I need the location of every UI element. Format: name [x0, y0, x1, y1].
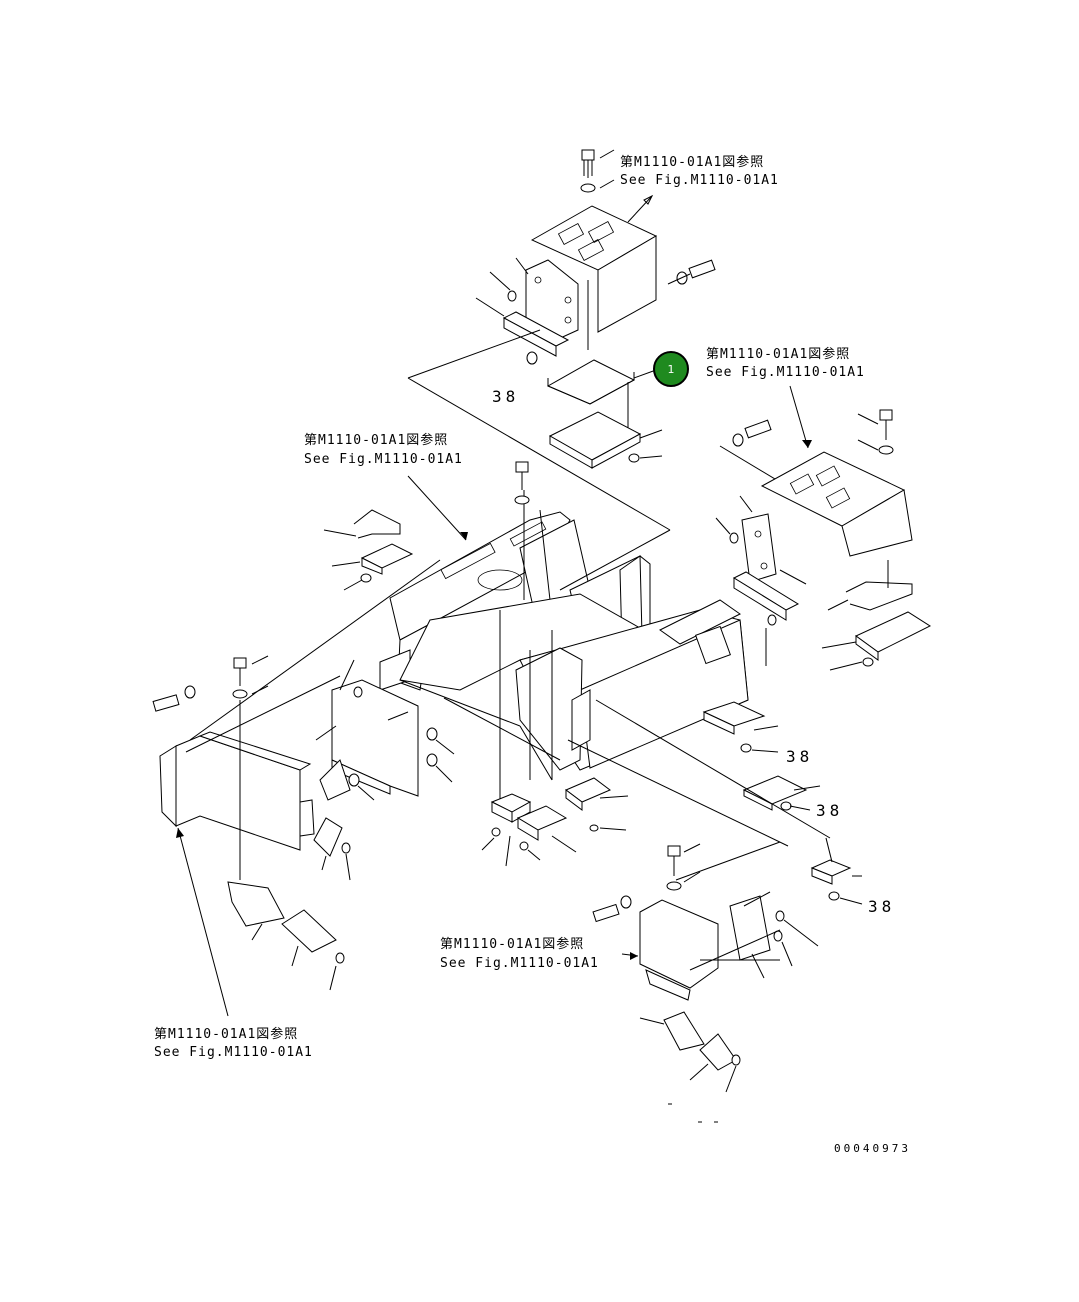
- side-bolt-icon: [667, 259, 716, 285]
- callout-circle[interactable]: [653, 351, 689, 387]
- reference-jp: 第M1110-01A1図参照: [154, 1026, 298, 1042]
- drawing-number: 00040973: [834, 1142, 911, 1155]
- reference-jp: 第M1110-01A1図参照: [304, 432, 448, 448]
- cushion-pad: [548, 411, 642, 461]
- reference-en: See Fig.M1110-01A1: [706, 365, 865, 380]
- part-label: 38: [868, 897, 895, 916]
- reference-en: See Fig.M1110-01A1: [154, 1045, 313, 1060]
- reference-en: See Fig.M1110-01A1: [620, 173, 779, 188]
- washer-icon: [514, 495, 530, 505]
- reference-note-right: 第M1110-01A1図参照 See Fig.M1110-01A1: [706, 346, 865, 380]
- top-bracket-assembly: [407, 149, 716, 531]
- reference-jp: 第M1110-01A1図参照: [706, 346, 850, 362]
- center-pads: [481, 777, 629, 867]
- washer-icon: [580, 183, 596, 193]
- washer-icon: [878, 445, 894, 455]
- reference-note-bottom: 第M1110-01A1図参照 See Fig.M1110-01A1: [440, 936, 599, 971]
- reference-note-center: 第M1110-01A1図参照 See Fig.M1110-01A1: [304, 432, 463, 467]
- reference-jp: 第M1110-01A1図参照: [440, 936, 584, 952]
- callout-number[interactable]: 1: [668, 363, 675, 376]
- reference-en: See Fig.M1110-01A1: [440, 956, 599, 971]
- bolt-icon: [233, 657, 247, 686]
- side-bolt-icon: [732, 419, 772, 447]
- bolt-icon: [879, 409, 893, 440]
- bottom-right-bracket-assembly: [592, 841, 819, 1123]
- left-bracket-assembly: [152, 655, 455, 1017]
- rear-mount-parts: [323, 509, 414, 591]
- bolt-icon: [581, 149, 595, 178]
- reference-note-top: 第M1110-01A1図参照 See Fig.M1110-01A1: [620, 154, 779, 188]
- lower-side-plate: [729, 895, 771, 961]
- side-bolt-icon: [592, 895, 632, 923]
- washer-icon: [666, 881, 682, 891]
- washer-icon: [232, 689, 248, 699]
- right-bracket-assembly: [715, 385, 932, 671]
- main-frame: [379, 461, 749, 800]
- reference-note-left: 第M1110-01A1図参照 See Fig.M1110-01A1: [154, 1026, 313, 1060]
- part-label: 38: [786, 747, 813, 766]
- part-label: 38: [492, 387, 519, 406]
- bolt-icon: [667, 845, 681, 876]
- left-lower-bracket: [227, 881, 285, 927]
- callout-1[interactable]: 1: [653, 351, 689, 387]
- tray-part: [546, 359, 636, 405]
- part-label: 38: [816, 801, 843, 820]
- bracket-plate-right: [741, 513, 777, 583]
- reference-en: See Fig.M1110-01A1: [304, 452, 463, 467]
- left-housing: [175, 735, 301, 851]
- side-bolt-icon: [152, 685, 196, 712]
- bolt-icon: [515, 461, 529, 490]
- right-pads: [567, 699, 863, 905]
- reference-jp: 第M1110-01A1図参照: [620, 154, 764, 170]
